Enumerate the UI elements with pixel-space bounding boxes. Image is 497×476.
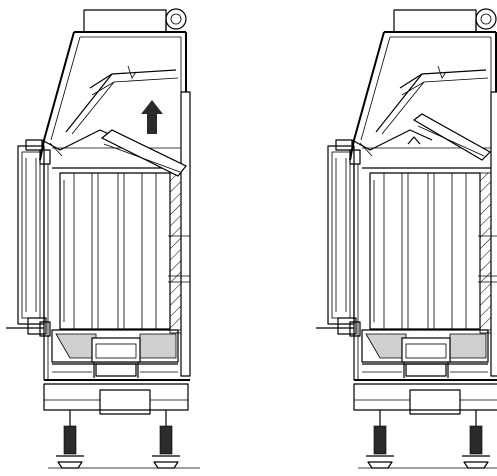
damper-plate-closed bbox=[412, 113, 491, 161]
fireplace-panel-right bbox=[315, 8, 497, 469]
caret-up-icon bbox=[407, 136, 421, 145]
damper-plate-open bbox=[100, 129, 187, 177]
fireplace-panel-left bbox=[5, 8, 201, 469]
up-arrow-icon bbox=[141, 100, 163, 134]
